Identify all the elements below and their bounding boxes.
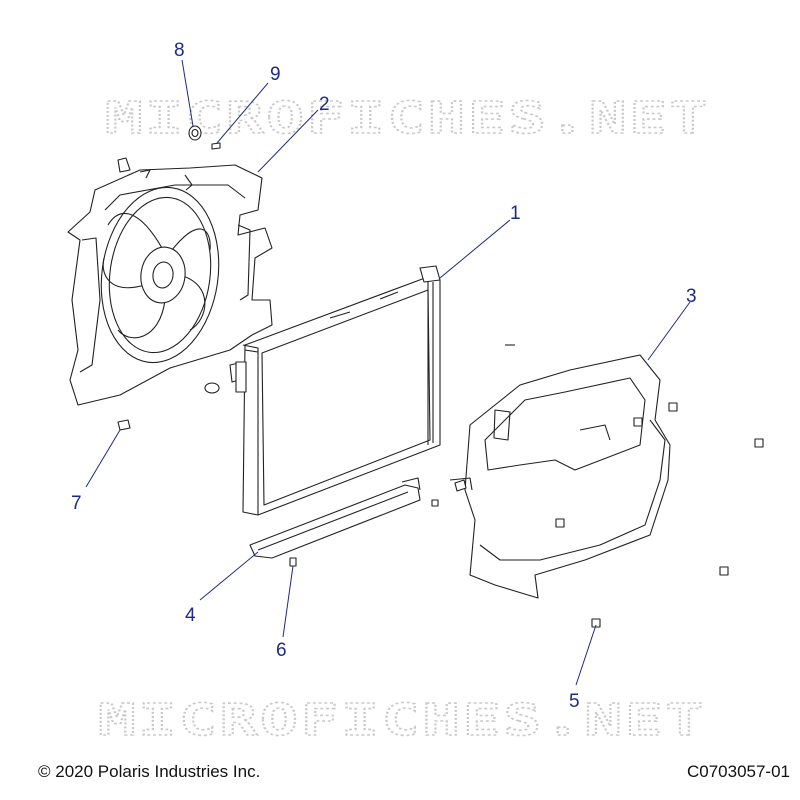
watermark-bottom: MICROFICHES.NET	[98, 695, 706, 746]
leader-lines	[85, 59, 691, 686]
hardware	[117, 125, 764, 628]
lower-bracket	[249, 477, 421, 559]
drawing-number: C0703057-01	[686, 762, 790, 781]
radiator	[235, 265, 515, 516]
callout-1: 1	[510, 203, 521, 224]
air-duct	[449, 354, 671, 599]
callout-5: 5	[569, 691, 580, 712]
callout-2: 2	[319, 94, 330, 115]
fan-shroud-assembly	[67, 157, 273, 406]
callout-7: 7	[71, 493, 82, 514]
copyright-notice: © 2020 Polaris Industries Inc.	[38, 762, 261, 781]
callout-9: 9	[270, 64, 281, 85]
callout-8: 8	[174, 40, 185, 61]
callout-3: 3	[686, 286, 697, 307]
callout-4: 4	[185, 605, 196, 626]
watermark-top: MICROFICHES.NET	[105, 93, 710, 144]
callout-6: 6	[276, 640, 287, 661]
